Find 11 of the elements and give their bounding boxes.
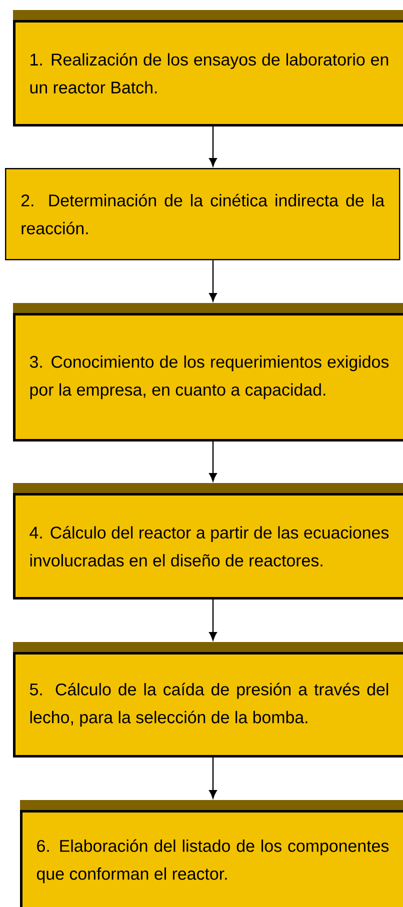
process-box: 3. Conocimiento de los requerimientos exigidos por la empresa, en cuanto a capacidad.	[13, 303, 403, 442]
arrow	[209, 260, 217, 302]
arrow	[209, 758, 217, 798]
arrow	[209, 442, 217, 482]
process-box: 5. Cálculo de la caída de presión a través del lecho, para la selección de la bomba.	[13, 642, 403, 758]
arrow	[209, 126, 217, 166]
process-box: 1. Realización de los ensayos de laboratorio en un reactor Batch.	[13, 10, 403, 126]
process-box: 4. Cálculo del reactor a partir de las ecuaciones involucradas en el diseño de reactores.	[13, 483, 403, 600]
process-box: 2. Determinación de la cinética indirecta de la reacción.	[5, 168, 400, 260]
arrow	[209, 600, 217, 640]
process-box: 6. Elaboración del listado de los componentes que conforman el reactor.	[20, 800, 403, 907]
